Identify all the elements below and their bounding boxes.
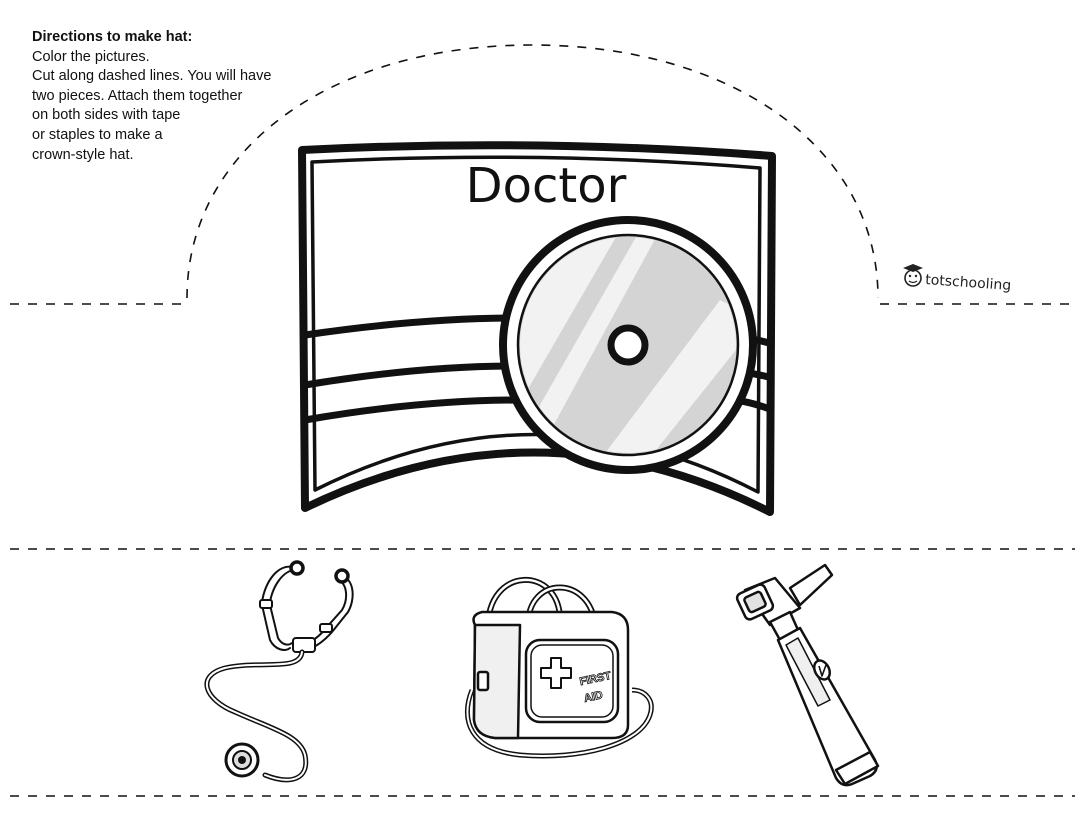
first-aid-label-line2: AID	[583, 689, 604, 705]
directions-line-4: on both sides with tape	[32, 107, 181, 124]
directions-heading: Directions to make hat:	[32, 29, 193, 45]
directions-line-2: Cut along dashed lines. You will have	[32, 68, 272, 85]
hat-band-stripe-2	[304, 362, 516, 389]
otoscope-icon	[735, 563, 880, 787]
totschooling-logo: totschooling	[903, 264, 1012, 294]
logo-face-icon	[903, 264, 923, 287]
directions-line-5: or staples to make a	[32, 126, 163, 143]
directions-line-1: Color the pictures.	[32, 48, 150, 65]
hat-band-stripe-1	[304, 314, 521, 339]
directions-line-3: two pieces. Attach them together	[32, 87, 243, 104]
directions-line-6: crown-style hat.	[32, 146, 134, 163]
hat-band	[298, 141, 776, 516]
cut-lines	[10, 44, 1075, 797]
stethoscope-icon	[204, 560, 354, 783]
cut-line-arch	[186, 44, 879, 299]
hat-band-outer	[298, 141, 776, 516]
directions-block: Directions to make hat: Color the pictur…	[32, 28, 332, 165]
head-mirror-icon	[499, 216, 757, 474]
logo-text: totschooling	[925, 272, 1012, 294]
hat-band-inner	[310, 155, 762, 494]
first-aid-bag-icon	[464, 577, 654, 759]
hat-title: Doctor	[466, 158, 627, 214]
hat-band-stripe-3	[304, 396, 521, 424]
